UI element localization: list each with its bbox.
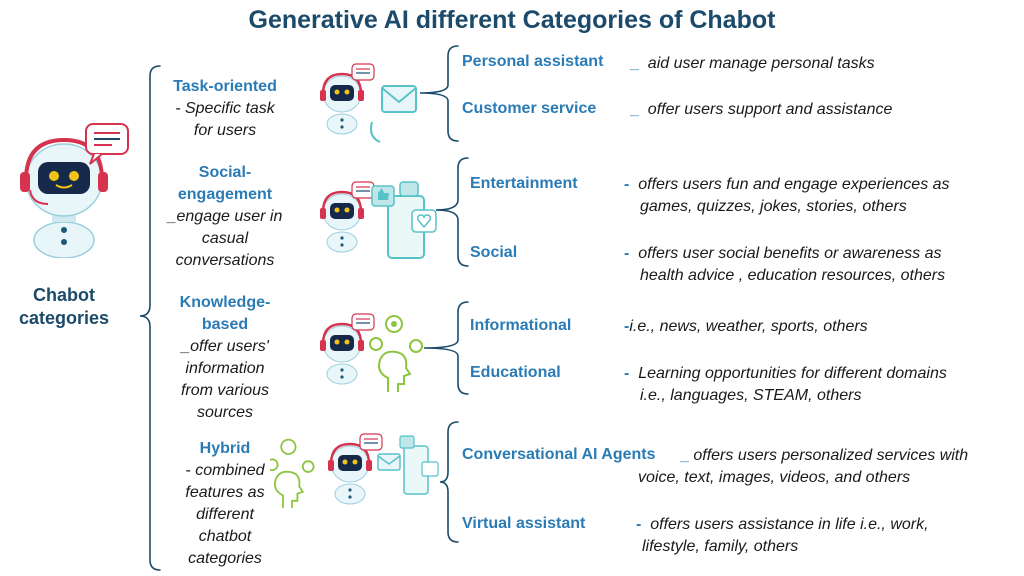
category-desc-line: - combined (185, 462, 265, 479)
desc-line: voice, text, images, videos, and others (638, 469, 911, 486)
category-desc-line: features as (185, 484, 265, 501)
separator: - (636, 516, 642, 533)
category-desc-line: for users (193, 122, 257, 139)
root-line-1: Chabot (33, 285, 95, 305)
envelope-icon (381, 85, 417, 113)
envelope-icon (377, 453, 401, 471)
head-idea-icon (369, 315, 423, 392)
category-knowledge-based: Knowledge- based _offer users' informati… (160, 292, 290, 424)
heart-icon (411, 209, 437, 233)
desc-line: aid user manage personal tasks (647, 55, 875, 72)
phone-icon (370, 121, 381, 143)
robot-icon (20, 123, 129, 258)
robot-icon (318, 180, 376, 254)
category-heading-2: engagement (177, 186, 273, 203)
sub-virtual-assistant: Virtual assistant (462, 515, 586, 532)
lightbulb-icon (391, 321, 397, 327)
desc-line: health advice , education resources, oth… (640, 267, 946, 284)
category-desc-line: from various (180, 382, 270, 399)
category-desc-line: sources (196, 404, 254, 421)
sub-social: Social (470, 244, 518, 261)
separator: - (624, 245, 630, 262)
desc-line: Learning opportunities for different dom… (638, 365, 947, 382)
desc-line: offers users personalized services with (693, 447, 969, 464)
category-heading: Task-oriented (173, 78, 277, 95)
category-desc-line: casual (201, 230, 249, 247)
separator: _ (680, 447, 689, 464)
category-desc-line: - Specific task (175, 100, 275, 117)
desc-conversational-ai-agents: _ offers users personalized services wit… (638, 445, 969, 489)
sub-informational: Informational (470, 317, 572, 334)
separator: _ (630, 55, 639, 72)
category-hybrid: Hybrid - combined features as different … (160, 438, 290, 570)
desc-line: games, quizzes, jokes, stories, others (640, 198, 907, 215)
desc-line: i.e., languages, STEAM, others (640, 387, 862, 404)
desc-virtual-assistant: - offers users assistance in life i.e., … (636, 514, 929, 558)
task-oriented-illustration (318, 62, 417, 143)
desc-line: lifestyle, family, others (642, 538, 799, 555)
desc-educational: - Learning opportunities for different d… (624, 363, 947, 407)
thumbs-up-icon (371, 185, 395, 207)
category-desc-line: chatbot (198, 528, 252, 545)
category-desc-line: _engage user in (167, 208, 283, 225)
knowledge-illustration (318, 312, 423, 392)
root-line-2: categories (18, 308, 110, 328)
robot-icon (318, 62, 376, 136)
desc-line: offer users support and assistance (647, 101, 893, 118)
category-social-engagement: Social- engagement _engage user in casua… (160, 162, 290, 272)
heart-icon (421, 461, 439, 477)
category-desc-line: conversations (175, 252, 275, 269)
desc-entertainment: - offers users fun and engage experience… (624, 174, 950, 218)
thumbs-up-icon (399, 435, 415, 449)
desc-social: - offers user social benefits or awarene… (624, 243, 945, 287)
category-desc-line: _offer users' (181, 338, 269, 355)
sub-entertainment: Entertainment (470, 175, 578, 192)
robot-icon (318, 312, 376, 386)
category-desc-line: information (185, 360, 265, 377)
head-idea-icon (270, 438, 315, 509)
separator: - (624, 365, 630, 382)
category-heading: Hybrid (199, 440, 251, 457)
separator: - (624, 318, 630, 335)
category-desc-line: different (196, 506, 254, 523)
category-task-oriented: Task-oriented - Specific task for users (160, 76, 290, 142)
desc-line: offers user social benefits or awareness… (638, 245, 942, 262)
chat-bubble-icon (399, 181, 419, 197)
category-heading-2: based (201, 316, 249, 333)
root-label: Chabot categories (8, 284, 120, 330)
social-illustration (318, 180, 437, 259)
desc-line: offers users fun and engage experiences … (638, 176, 950, 193)
desc-line: i.e., news, weather, sports, others (629, 318, 868, 335)
chat-bubble-icon (85, 123, 129, 165)
separator: - (624, 176, 630, 193)
sub-conversational-ai-agents: Conversational AI Agents (462, 446, 656, 463)
desc-line: offers users assistance in life i.e., wo… (650, 516, 929, 533)
desc-customer-service: _ offer users support and assistance (630, 99, 892, 121)
category-heading: Social- (198, 164, 252, 181)
separator: _ (630, 101, 639, 118)
sub-customer-service: Customer service (462, 100, 597, 117)
category-desc-line: categories (188, 550, 262, 567)
robot-icon (326, 432, 384, 506)
sub-personal-assistant: Personal assistant (462, 53, 604, 70)
sub-educational: Educational (470, 364, 561, 381)
page-title: Generative AI different Categories of Ch… (248, 6, 776, 34)
hybrid-illustration (270, 432, 439, 509)
desc-personal-assistant: _ aid user manage personal tasks (630, 53, 875, 75)
desc-informational: -i.e., news, weather, sports, others (624, 316, 868, 338)
category-heading: Knowledge- (179, 294, 271, 311)
